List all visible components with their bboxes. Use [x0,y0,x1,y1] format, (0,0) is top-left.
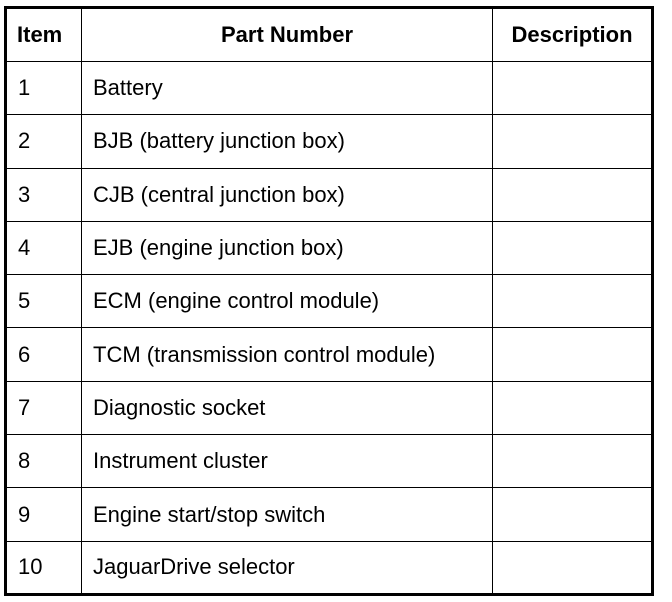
item-cell: 4 [5,220,82,276]
part-number-cell: BJB (battery junction box) [81,114,493,169]
table-row: 10 JaguarDrive selector [5,540,653,595]
description-cell [492,167,653,222]
item-cell: 8 [5,434,82,489]
part-number-cell: EJB (engine junction box) [81,220,493,276]
table-row: 8 Instrument cluster [5,434,653,489]
item-cell: 6 [5,327,82,382]
item-cell: 10 [5,540,82,595]
part-number-cell: Engine start/stop switch [81,487,493,542]
description-cell [492,487,653,542]
description-cell [492,540,653,595]
item-cell: 5 [5,274,82,329]
description-cell [492,327,653,382]
part-number-cell: TCM (transmission control module) [81,327,493,382]
header-part-number: Part Number [81,7,493,62]
table-row: 3 CJB (central junction box) [5,167,653,222]
item-cell: 3 [5,167,82,222]
header-item: Item [5,7,82,62]
part-number-cell: CJB (central junction box) [81,167,493,222]
table-row: 5 ECM (engine control module) [5,274,653,329]
table-row: 2 BJB (battery junction box) [5,114,653,169]
description-cell [492,274,653,329]
item-cell: 2 [5,114,82,169]
part-number-cell: Battery [81,60,493,116]
part-number-cell: JaguarDrive selector [81,540,493,595]
description-cell [492,60,653,116]
table-row: 7 Diagnostic socket [5,380,653,436]
table-header-row: Item Part Number Description [5,7,653,62]
table-row: 6 TCM (transmission control module) [5,327,653,382]
table-row: 1 Battery [5,60,653,116]
part-number-cell: Diagnostic socket [81,380,493,436]
header-description: Description [492,7,653,62]
parts-table: Item Part Number Description 1 Battery 2… [4,6,654,596]
item-cell: 7 [5,380,82,436]
table-row: 9 Engine start/stop switch [5,487,653,542]
item-cell: 9 [5,487,82,542]
description-cell [492,380,653,436]
item-cell: 1 [5,60,82,116]
part-number-cell: Instrument cluster [81,434,493,489]
description-cell [492,220,653,276]
description-cell [492,114,653,169]
part-number-cell: ECM (engine control module) [81,274,493,329]
table-row: 4 EJB (engine junction box) [5,220,653,276]
description-cell [492,434,653,489]
